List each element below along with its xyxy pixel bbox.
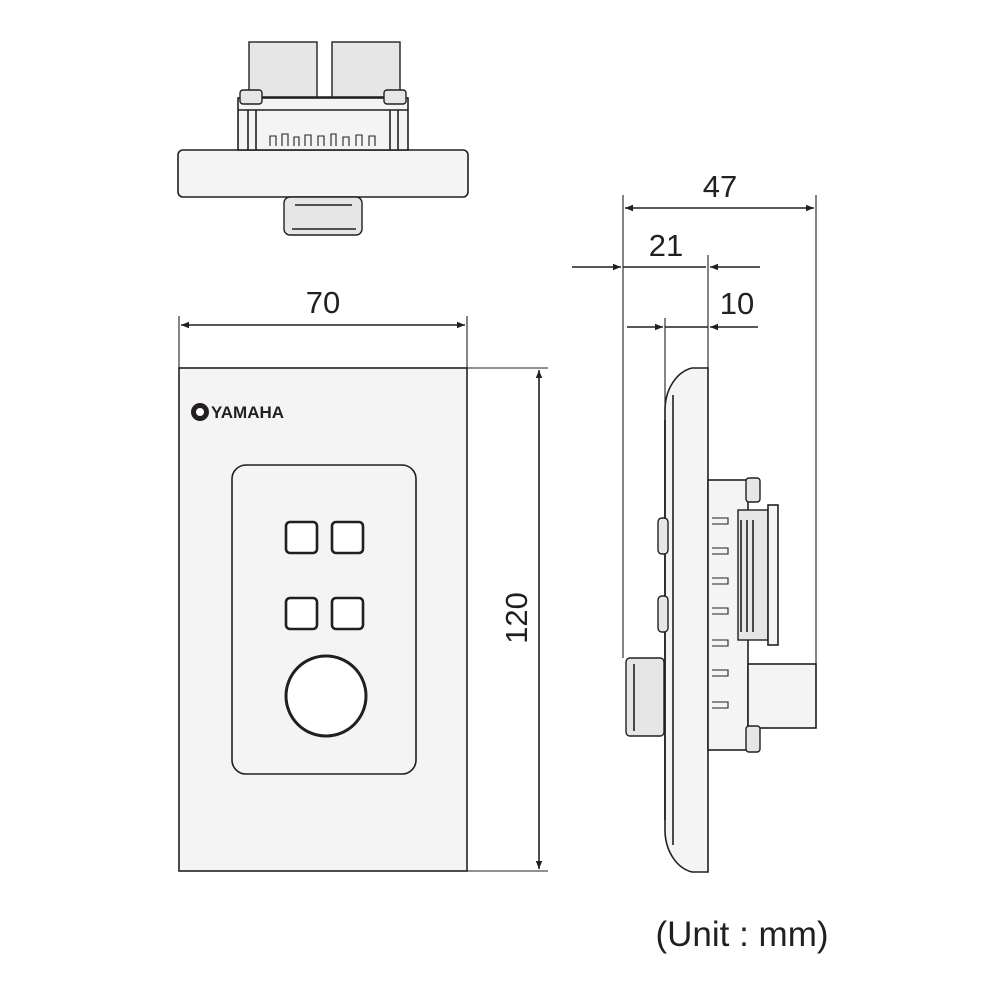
unit-label: (Unit : mm) xyxy=(655,915,828,954)
side-depth-21-dimension: 21 xyxy=(572,228,760,368)
top-view xyxy=(177,41,469,236)
rotary-knob xyxy=(284,654,368,738)
button-bottom-left xyxy=(284,596,319,631)
side-view xyxy=(625,367,817,873)
front-view: YAMAHA xyxy=(178,367,468,872)
side-depth-47-label: 47 xyxy=(703,169,737,204)
button-top-right xyxy=(330,520,365,555)
front-height-dimension: 120 xyxy=(467,367,548,872)
front-width-dimension: 70 xyxy=(178,285,468,368)
side-depth-10-label: 10 xyxy=(720,286,754,321)
brand-logo-text: YAMAHA xyxy=(211,403,284,422)
side-depth-47-dimension: 47 xyxy=(622,169,817,728)
front-height-label: 120 xyxy=(499,592,534,644)
button-top-left xyxy=(284,520,319,555)
side-depth-10-dimension: 10 xyxy=(627,286,758,420)
button-bottom-right xyxy=(330,596,365,631)
front-width-label: 70 xyxy=(306,285,340,320)
side-depth-21-label: 21 xyxy=(649,228,683,263)
